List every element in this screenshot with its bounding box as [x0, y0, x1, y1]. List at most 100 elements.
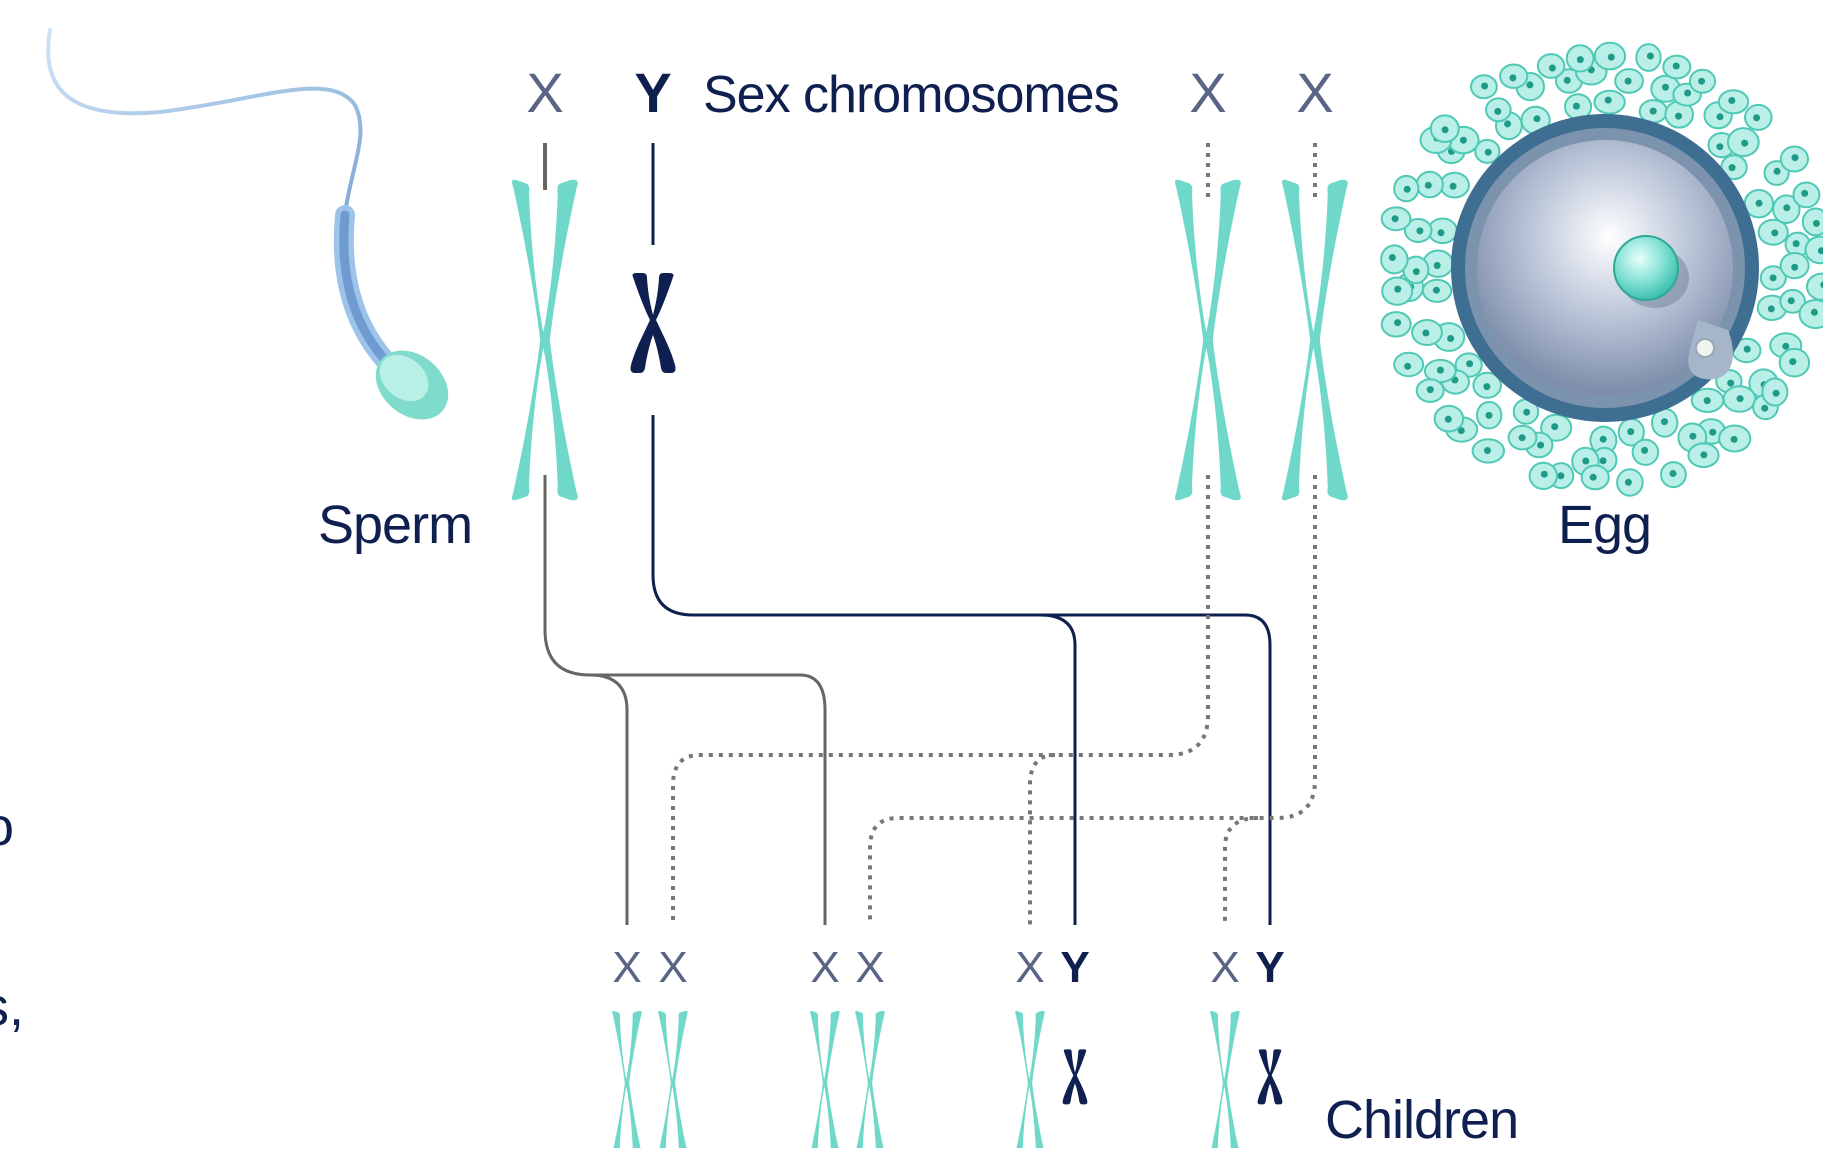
follicle-cell-nucleus: [1526, 81, 1533, 88]
sperm-label: Sperm: [318, 495, 472, 555]
follicle-cell-nucleus: [1774, 168, 1781, 175]
follicle-cell-nucleus: [1625, 479, 1632, 486]
follicle-cell-nucleus: [1662, 84, 1669, 91]
sperm-y-chromosome: [631, 273, 676, 373]
cut-off-text-2: s,: [0, 977, 24, 1037]
follicle-cell-nucleus: [1590, 474, 1597, 481]
follicle-cell-nucleus: [1641, 447, 1648, 454]
children-label: Children: [1325, 1090, 1518, 1148]
follicle-cell-nucleus: [1534, 115, 1541, 122]
children-row: X X X X X Y X Y: [612, 943, 1285, 1148]
big-chromosomes: [512, 180, 1348, 501]
follicle-cell-nucleus: [1773, 390, 1780, 397]
sperm-x-branch: [590, 675, 627, 925]
sperm-x-letter: X: [526, 61, 563, 124]
child-1: X X: [612, 943, 688, 1148]
follicle-cell-nucleus: [1625, 78, 1632, 85]
follicle-cell-nucleus: [1577, 56, 1584, 63]
sperm-illustration: [48, 30, 462, 434]
follicle-cell-nucleus: [1675, 113, 1682, 120]
follicle-cell-nucleus: [1442, 126, 1449, 133]
follicle-cell: [1807, 274, 1823, 300]
child-2-chromosome-1: X: [810, 943, 839, 992]
follicle-cell-nucleus: [1392, 215, 1399, 222]
follicle-cell-nucleus: [1627, 428, 1634, 435]
follicle-cell-nucleus: [1700, 451, 1707, 458]
follicle-cell-nucleus: [1813, 220, 1820, 227]
follicle-cell: [1803, 209, 1823, 236]
child-4-chromosome-1: X: [1210, 943, 1239, 992]
follicle-cell-nucleus: [1537, 442, 1544, 449]
follicle-cell-nucleus: [1771, 229, 1778, 236]
follicle-cell-nucleus: [1504, 120, 1511, 127]
follicle-cell-nucleus: [1450, 183, 1457, 190]
follicle-cell-nucleus: [1404, 186, 1411, 193]
follicle-cell-nucleus: [1434, 262, 1441, 269]
follicle-cell-nucleus: [1557, 472, 1564, 479]
child-1-chromosome-2: X: [658, 943, 687, 992]
follicle-cell-nucleus: [1716, 143, 1723, 150]
child-3-chromosome-1: X: [1015, 943, 1044, 992]
egg-x2-branch: [1225, 818, 1258, 925]
sperm-y-letter: Y: [634, 61, 671, 124]
sperm-x-chromosome: [512, 180, 578, 501]
follicle-cell-nucleus: [1600, 457, 1607, 464]
follicle-cell-nucleus: [1485, 149, 1492, 156]
follicle-cell-nucleus: [1447, 335, 1454, 342]
follicle-cell-nucleus: [1564, 77, 1571, 84]
follicle-cell-nucleus: [1541, 471, 1548, 478]
follicle-cell-nucleus: [1605, 97, 1612, 104]
egg-illustration: [1381, 43, 1823, 496]
egg-x2-chromosome: [1282, 180, 1348, 501]
follicle-cell-nucleus: [1673, 63, 1680, 70]
follicle-cell-nucleus: [1389, 254, 1396, 261]
follicle-cell-nucleus: [1737, 395, 1744, 402]
follicle-cell-nucleus: [1792, 154, 1799, 161]
follicle-cell-nucleus: [1573, 103, 1580, 110]
follicle-cell: [1800, 300, 1823, 328]
follicle-cell-nucleus: [1582, 458, 1589, 465]
follicle-cell-nucleus: [1789, 358, 1796, 365]
sperm-x-path: [545, 475, 825, 925]
child-4: X Y: [1210, 943, 1285, 1148]
child-1-chromosome-1: X: [612, 943, 641, 992]
follicle-cell-nucleus: [1427, 386, 1434, 393]
follicle-cell-nucleus: [1608, 54, 1615, 61]
egg-x2-path: [870, 475, 1315, 925]
follicle-cell-nucleus: [1551, 423, 1558, 430]
follicle-cell-nucleus: [1647, 53, 1654, 60]
follicle-cell-nucleus: [1481, 83, 1488, 90]
sex-chromosomes-label: Sex chromosomes: [703, 66, 1119, 124]
egg-x1-branch: [1030, 755, 1055, 925]
follicle-cell-nucleus: [1394, 286, 1401, 293]
follicle-cell-nucleus: [1486, 412, 1493, 419]
egg-label: Egg: [1558, 495, 1651, 555]
follicle-cell-nucleus: [1413, 268, 1420, 275]
top-letters: X Y Sex chromosomes X X: [526, 61, 1333, 124]
follicle-cell-nucleus: [1523, 409, 1530, 416]
follicle-cell-nucleus: [1811, 309, 1818, 316]
follicle-cell-nucleus: [1698, 78, 1705, 85]
follicle-cell-nucleus: [1756, 200, 1763, 207]
follicle-cell-nucleus: [1509, 74, 1516, 81]
follicle-cell-nucleus: [1437, 367, 1444, 374]
follicle-cell-nucleus: [1727, 380, 1734, 387]
egg-x2-letter: X: [1296, 61, 1333, 124]
follicle-cell-nucleus: [1483, 383, 1490, 390]
follicle-cell-nucleus: [1753, 114, 1760, 121]
follicle-cell-nucleus: [1741, 140, 1748, 147]
follicle-cell-nucleus: [1650, 108, 1657, 115]
follicle-cell-nucleus: [1494, 108, 1501, 115]
child-4-chromosome-2: Y: [1255, 943, 1284, 992]
follicle-cell-nucleus: [1466, 360, 1473, 367]
follicle-cell-nucleus: [1744, 346, 1751, 353]
follicle-cell-nucleus: [1484, 447, 1491, 454]
follicle-cell-nucleus: [1793, 240, 1800, 247]
follicle-cell-nucleus: [1549, 65, 1556, 72]
egg-x1-path: [673, 475, 1208, 925]
follicle-cell-nucleus: [1684, 90, 1691, 97]
sperm-y-branch: [1040, 615, 1075, 925]
follicle-cell-nucleus: [1729, 164, 1736, 171]
follicle-cell-nucleus: [1445, 416, 1452, 423]
